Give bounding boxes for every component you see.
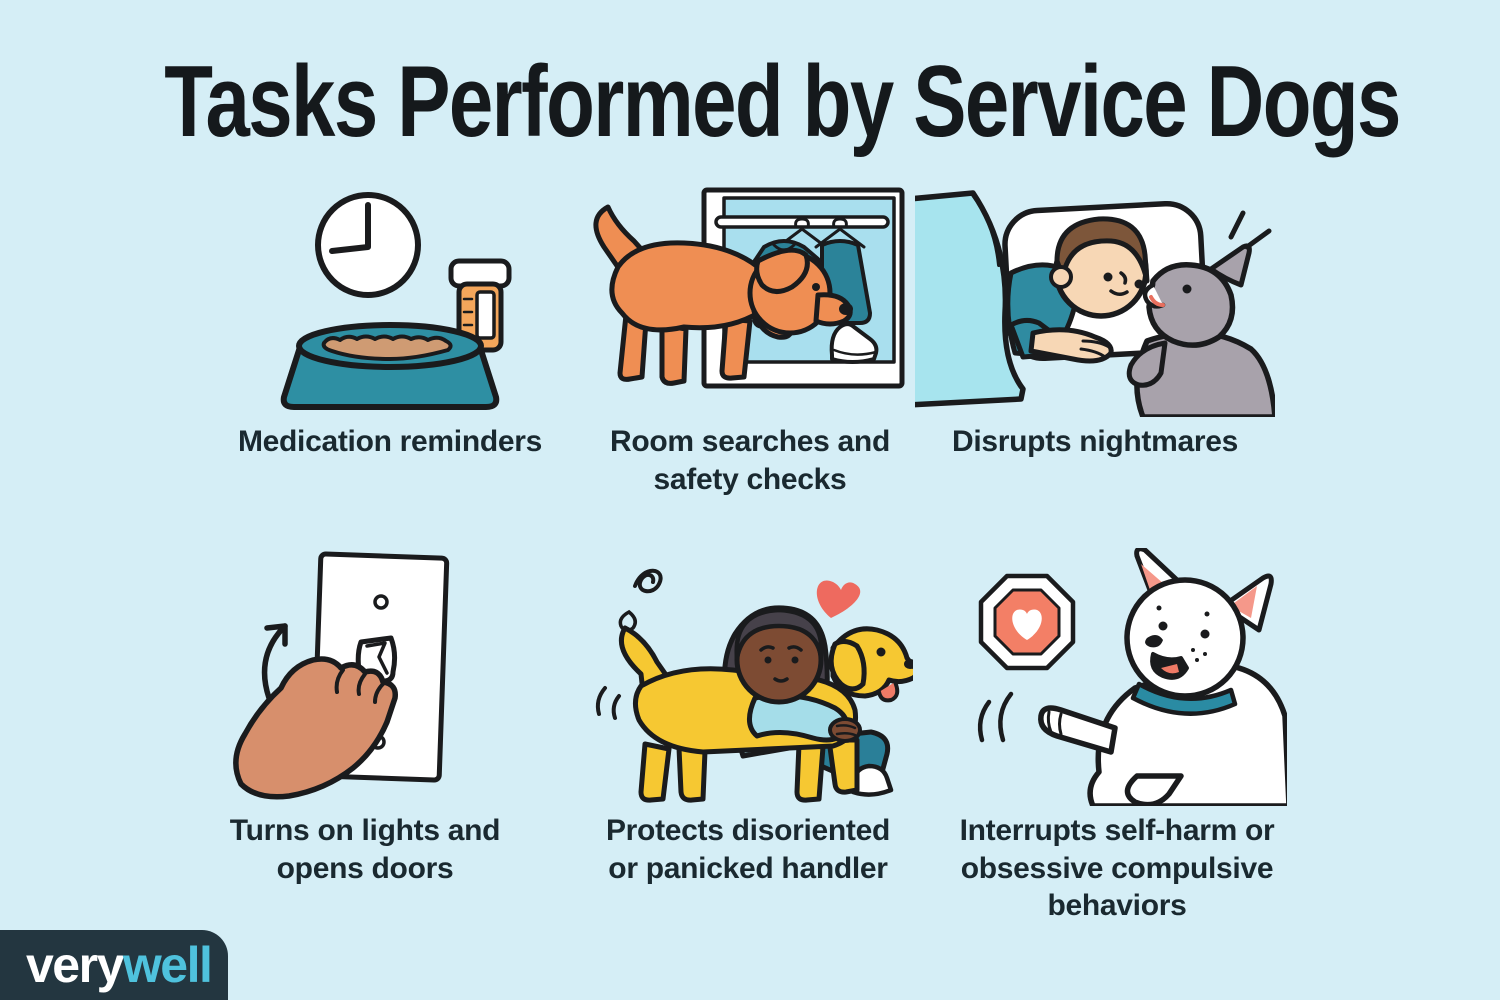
orange-dog-icon <box>593 204 853 386</box>
dog-stop-sign-illustration <box>977 548 1287 806</box>
gray-dog-icon <box>1126 243 1275 417</box>
motion-arcs-icon <box>977 691 1014 743</box>
paw-light-switch-illustration <box>233 551 450 800</box>
panel-caption: Room searches and safety checks <box>609 425 890 496</box>
dog-sniffing-closet-illustration <box>593 187 905 389</box>
white-dog-icon <box>1038 548 1287 806</box>
hand-paw-icon <box>233 656 398 800</box>
verywell-logo: verywell <box>0 930 228 1000</box>
panel-disrupts-nightmares: Disrupts nightmares <box>915 185 1275 461</box>
panel-caption: Interrupts self-harm or obsessive compul… <box>959 814 1275 922</box>
logo-text-well: well <box>122 937 213 993</box>
dog-waking-sleeper-illustration <box>915 190 1275 417</box>
page-title: Tasks Performed by Service Dogs <box>0 44 1500 160</box>
pill-bottle-icon <box>448 258 512 353</box>
heart-icon <box>816 580 861 618</box>
panel-caption: Disrupts nightmares <box>951 425 1239 458</box>
woman-face <box>734 607 824 705</box>
up-arrow-icon <box>261 623 288 701</box>
panel-turns-on-lights: Turns on lights and opens doors <box>195 548 535 887</box>
person-hugging-dog-illustration <box>595 568 913 803</box>
clock-pill-bottle-dog-bowl-illustration <box>280 192 512 410</box>
panel-protects-handler: Protects disoriented or panicked handler <box>578 548 918 887</box>
dog-bowl-icon <box>280 322 500 410</box>
stop-sign-heart-icon <box>978 573 1076 671</box>
panel-caption: Turns on lights and opens doors <box>229 814 501 885</box>
scribble-icon <box>633 568 663 594</box>
panel-caption: Protects disoriented or panicked handler <box>605 814 891 885</box>
alert-marks-icon <box>1228 210 1272 250</box>
panel-interrupts-behaviors: Interrupts self-harm or obsessive compul… <box>947 548 1287 925</box>
panel-medication-reminders: Medication reminders <box>220 185 560 461</box>
panel-room-searches: Room searches and safety checks <box>578 185 922 498</box>
logo-text-very: very <box>26 937 124 993</box>
panel-caption: Medication reminders <box>237 425 543 458</box>
woman-hand <box>828 717 862 743</box>
page-title-text: Tasks Performed by Service Dogs <box>164 46 1401 158</box>
